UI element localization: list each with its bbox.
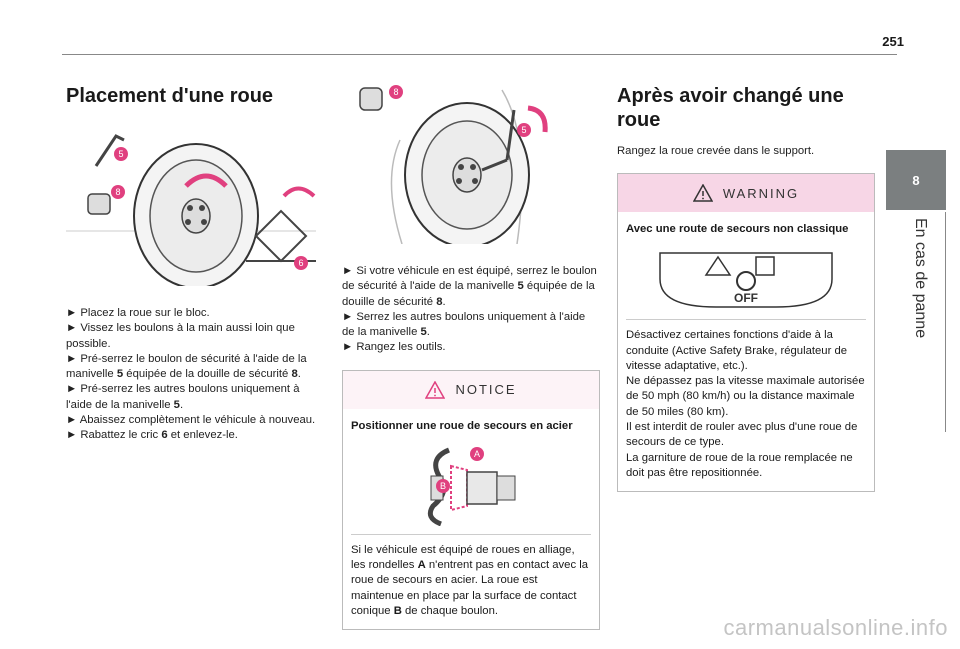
callout-a: A [474,449,480,459]
callout-b: B [440,481,446,491]
notice-text: Si le véhicule est équipé de roues en al… [351,543,589,617]
callout-5: 5 [118,149,123,159]
warning-triangle-icon [692,184,713,203]
callout-6: 6 [298,258,303,268]
after-intro: Rangez la roue crevée dans le support. [617,145,815,157]
chapter-title: En cas de panne [912,218,929,339]
page-number: 251 [882,34,904,49]
wrench-wheel-drawing: 8 5 [359,85,548,244]
step-1: ► Placez la roue sur le bloc. [66,307,210,319]
warning-triangle-icon [425,380,446,399]
warning-text: Désactivez certaines fonctions d'aide à … [626,329,865,479]
top-rule [62,54,897,55]
dashboard-symbol: OFF [626,243,866,321]
warning-box: WARNING Avec une route de secours non cl… [617,173,875,493]
warning-subtitle: Avec une route de secours non classique [626,223,849,236]
chapter-tab[interactable]: 8 [886,150,946,210]
section-title-after: Après avoir changé une roue [617,85,844,131]
column-placement: Placement d'une roue 5 8 6 ► Placez la r… [66,80,324,444]
callout-5: 5 [521,125,526,135]
step-4: ► Pré-serrez les autres boulons uniqueme… [66,383,300,411]
notice-subtitle: Positionner une roue de secours en acier [351,419,573,432]
step-3: ► Rangez les outils. [342,341,446,354]
notice-box: NOTICE Positionner une roue de secours e… [342,369,600,631]
notice-header: NOTICE [343,370,599,409]
callout-8: 8 [393,87,398,97]
wheel-jack-drawing: 5 8 6 [66,134,316,286]
brake-icon [736,271,756,292]
section-title-placement: Placement d'une roue [66,85,274,107]
footer-watermark: carmanualsonline.info [723,615,948,640]
wheel-tightening-illustration: 8 5 [342,80,600,244]
manual-book-icon [755,256,775,277]
warning-header: WARNING [618,174,874,213]
step-2: ► Vissez les boulons à la main aussi loi… [66,322,295,350]
step-6: ► Rabattez le cric 6 et enlevez-le. [66,429,238,442]
off-label: OFF [734,291,758,305]
column-after-change: Après avoir changé une roue Rangez la ro… [617,80,875,493]
wheel-placement-illustration: 5 8 6 [66,126,324,286]
placement-steps: ► Placez la roue sur le bloc. ► Vissez l… [66,306,324,444]
tightening-steps: ► Si votre véhicule en est équipé, serre… [342,264,600,356]
step-5: ► Abaissez complètement le véhicule à no… [66,414,316,427]
callout-8: 8 [115,187,120,197]
step-3: ► Pré-serrez le boulon de sécurité à l'a… [66,352,307,381]
safety-brake-off-badge: OFF [659,252,833,309]
chapter-divider [945,212,946,432]
bolt-illustration: A B [351,440,591,535]
step-1: ► Si votre véhicule en est équipé, serre… [342,265,597,308]
bolt-washer-drawing: A B [427,446,516,526]
alert-triangle-icon [704,255,732,277]
column-tightening: 8 5 ► Si votre véhicule en est équipé, s… [342,80,600,631]
warning-label: WARNING [722,185,800,201]
step-2: ► Serrez les autres boulons uniquement à… [342,310,586,339]
notice-label: NOTICE [455,382,517,398]
